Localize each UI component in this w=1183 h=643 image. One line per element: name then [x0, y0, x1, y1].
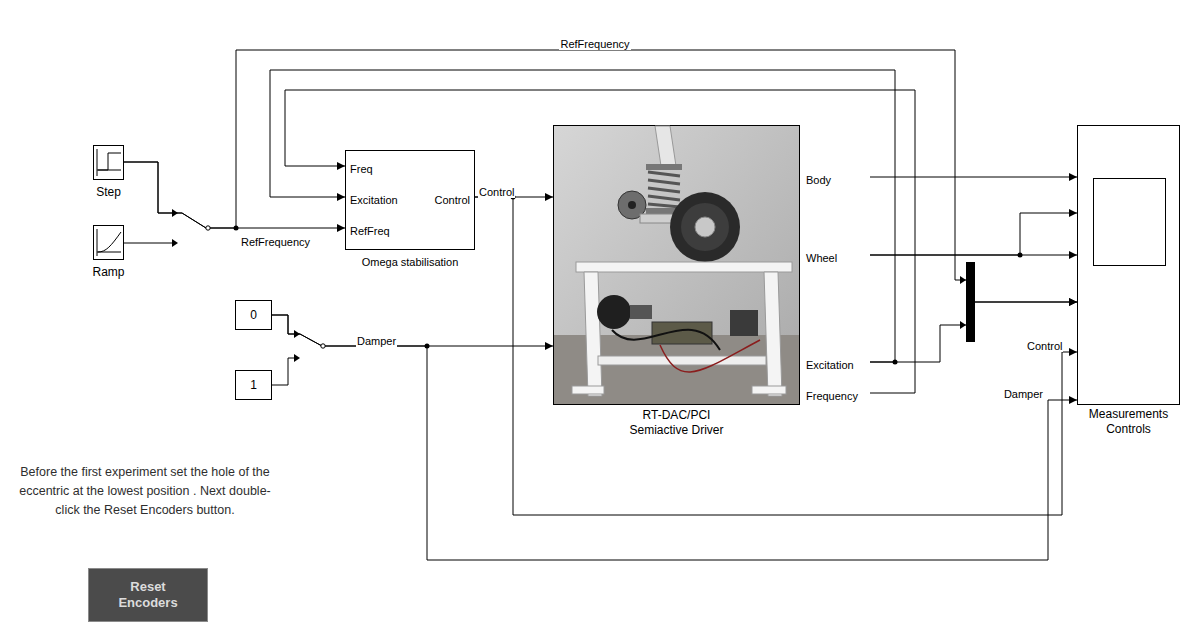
ramp-block: Ramp: [93, 225, 124, 260]
port-name: Control: [435, 194, 470, 206]
text-slot: 1: [236, 371, 271, 399]
instruction-note: Before the first experiment set the hole…: [19, 465, 271, 517]
text-slot: Step: [79, 182, 139, 200]
signal-name: Control: [1026, 340, 1063, 352]
signal-name: Damper: [356, 335, 397, 347]
text-slot: RT-DAC/PCI Semiactive Driver: [553, 408, 800, 438]
text-slot: RefFreq: [350, 221, 390, 239]
port-name: Freq: [350, 163, 373, 175]
block-text: Reset Encoders: [111, 579, 185, 611]
block-caption: Ramp: [92, 265, 124, 279]
text-slot: Control: [435, 190, 470, 208]
signal-line: [870, 213, 1077, 255]
signal-line: [124, 162, 345, 228]
text-slot: Excitation: [806, 355, 854, 373]
ramp-icon: [97, 229, 121, 256]
driver-block: BodyWheelExcitationFrequencyRT-DAC/PCI S…: [553, 125, 870, 405]
label-slot: Control: [478, 182, 515, 200]
port-name: Excitation: [350, 194, 398, 206]
text-slot: Ramp: [79, 262, 139, 280]
manual-switch: [124, 209, 210, 247]
port-name: Body: [806, 174, 831, 186]
block-caption: Omega stabilisation: [362, 256, 459, 268]
test-rig-photo: [554, 126, 800, 405]
signal-name: RefFrequency: [559, 38, 630, 50]
port-name: Frequency: [806, 390, 858, 402]
block-caption: Measurements Controls: [1079, 407, 1179, 437]
push-button: Reset Encoders: [88, 568, 208, 622]
constant-block: 1: [235, 370, 272, 400]
label-slot: Damper: [356, 331, 397, 349]
port-name: RefFreq: [350, 225, 390, 237]
text-slot: 0: [236, 301, 271, 329]
label-slot: RefFrequency: [240, 232, 311, 250]
step-icon: [97, 149, 121, 176]
port-name: Excitation: [806, 359, 854, 371]
text-slot: Body: [806, 170, 831, 188]
signal-name: Control: [478, 186, 515, 198]
text-slot: Excitation: [350, 190, 398, 208]
signal-name: Damper: [1003, 388, 1044, 400]
mux-bar: [960, 262, 975, 342]
block-text: 0: [250, 308, 257, 323]
label-slot: Damper: [1003, 384, 1044, 402]
text-slot: Omega stabilisation: [330, 252, 490, 270]
block-text: 1: [250, 378, 257, 393]
text-slot: Reset Encoders: [89, 569, 207, 621]
manual-switch: [272, 330, 325, 385]
scope-screen: [1094, 179, 1166, 266]
signal-line: [272, 315, 1077, 560]
label-slot: RefFrequency: [559, 34, 630, 52]
text-slot: Freq: [350, 159, 373, 177]
junction-dots: [234, 195, 1023, 365]
step-block: Step: [93, 145, 124, 180]
label-slot: Control: [1026, 336, 1063, 354]
note-slot: Before the first experiment set the hole…: [14, 462, 276, 519]
port-name: Wheel: [806, 252, 837, 264]
text-slot: Wheel: [806, 248, 837, 266]
signal-name: RefFrequency: [240, 236, 311, 248]
block-caption: Step: [96, 185, 121, 199]
block-caption: RT-DAC/PCI Semiactive Driver: [621, 408, 733, 438]
text-slot: Frequency: [806, 386, 858, 404]
signal-line: [870, 177, 1077, 178]
subsystem-block: FreqExcitationRefFreqControlOmega stabil…: [345, 150, 475, 250]
constant-block: 0: [235, 300, 272, 330]
scope-block: Measurements Controls: [1077, 125, 1180, 405]
text-slot: Measurements Controls: [1067, 407, 1183, 437]
